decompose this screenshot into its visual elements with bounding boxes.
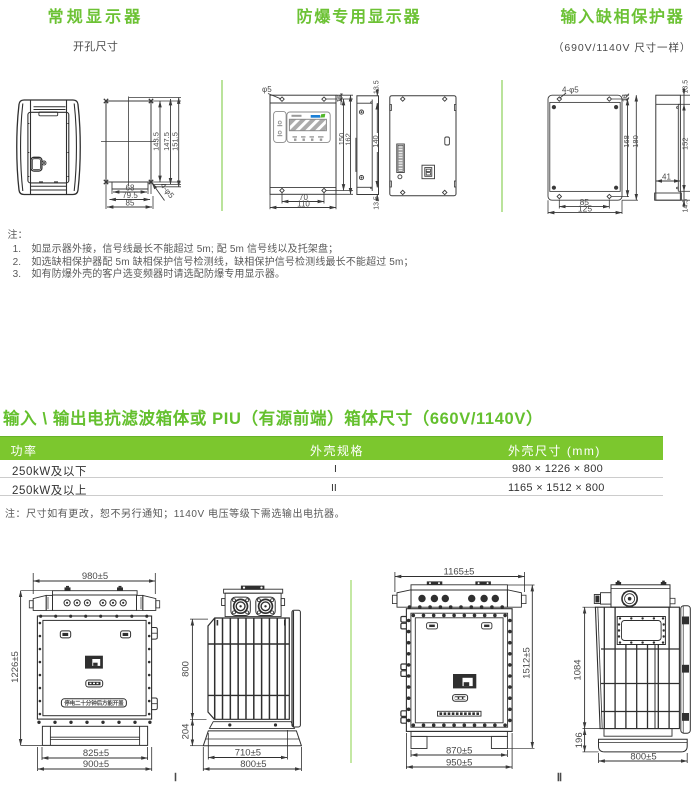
svg-text:85: 85 xyxy=(580,197,590,207)
svg-text:41: 41 xyxy=(662,173,671,182)
svg-text:710±5: 710±5 xyxy=(235,748,261,759)
svg-text:85: 85 xyxy=(126,199,135,208)
svg-text:1226±5: 1226±5 xyxy=(10,651,21,683)
svg-text:980±5: 980±5 xyxy=(82,571,108,582)
svg-text:204: 204 xyxy=(180,724,191,740)
svg-text:152: 152 xyxy=(681,137,690,150)
svg-text:1512±5: 1512±5 xyxy=(522,647,533,679)
svg-text:143.5: 143.5 xyxy=(152,132,161,151)
svg-text:950±5: 950±5 xyxy=(446,757,472,768)
svg-text:180: 180 xyxy=(631,135,640,148)
svg-text:16: 16 xyxy=(337,95,344,103)
svg-text:13.5: 13.5 xyxy=(683,80,690,94)
svg-text:125: 125 xyxy=(578,203,592,213)
svg-text:151.5: 151.5 xyxy=(170,132,179,151)
svg-text:4-φ5: 4-φ5 xyxy=(562,86,579,95)
svg-text:196: 196 xyxy=(574,732,585,748)
svg-text:68: 68 xyxy=(126,184,135,193)
svg-text:Ⅰ: Ⅰ xyxy=(174,772,177,784)
svg-text:110: 110 xyxy=(297,199,310,208)
svg-text:79.5: 79.5 xyxy=(122,191,138,200)
svg-text:800: 800 xyxy=(180,661,191,677)
svg-text:140: 140 xyxy=(371,135,380,148)
svg-text:φ5: φ5 xyxy=(262,85,272,94)
svg-text:900±5: 900±5 xyxy=(83,759,109,770)
svg-text:16: 16 xyxy=(622,94,629,102)
svg-text:150: 150 xyxy=(337,133,346,146)
svg-text:13.5: 13.5 xyxy=(373,80,380,94)
svg-text:870±5: 870±5 xyxy=(446,746,472,757)
svg-text:825±5: 825±5 xyxy=(83,748,109,759)
svg-text:800±5: 800±5 xyxy=(240,759,266,770)
svg-text:停电二十分钟后方能开盖: 停电二十分钟后方能开盖 xyxy=(64,699,124,707)
svg-text:168: 168 xyxy=(622,135,631,148)
svg-text:14.5: 14.5 xyxy=(683,199,690,213)
svg-text:162: 162 xyxy=(344,133,353,146)
svg-text:800±5: 800±5 xyxy=(630,751,656,762)
svg-text:1084: 1084 xyxy=(573,659,584,680)
svg-text:70: 70 xyxy=(299,193,308,202)
svg-text:147.5: 147.5 xyxy=(162,132,171,151)
svg-text:1165±5: 1165±5 xyxy=(444,567,475,578)
svg-text:Ⅱ: Ⅱ xyxy=(557,772,562,784)
svg-text:13.5: 13.5 xyxy=(373,196,380,210)
